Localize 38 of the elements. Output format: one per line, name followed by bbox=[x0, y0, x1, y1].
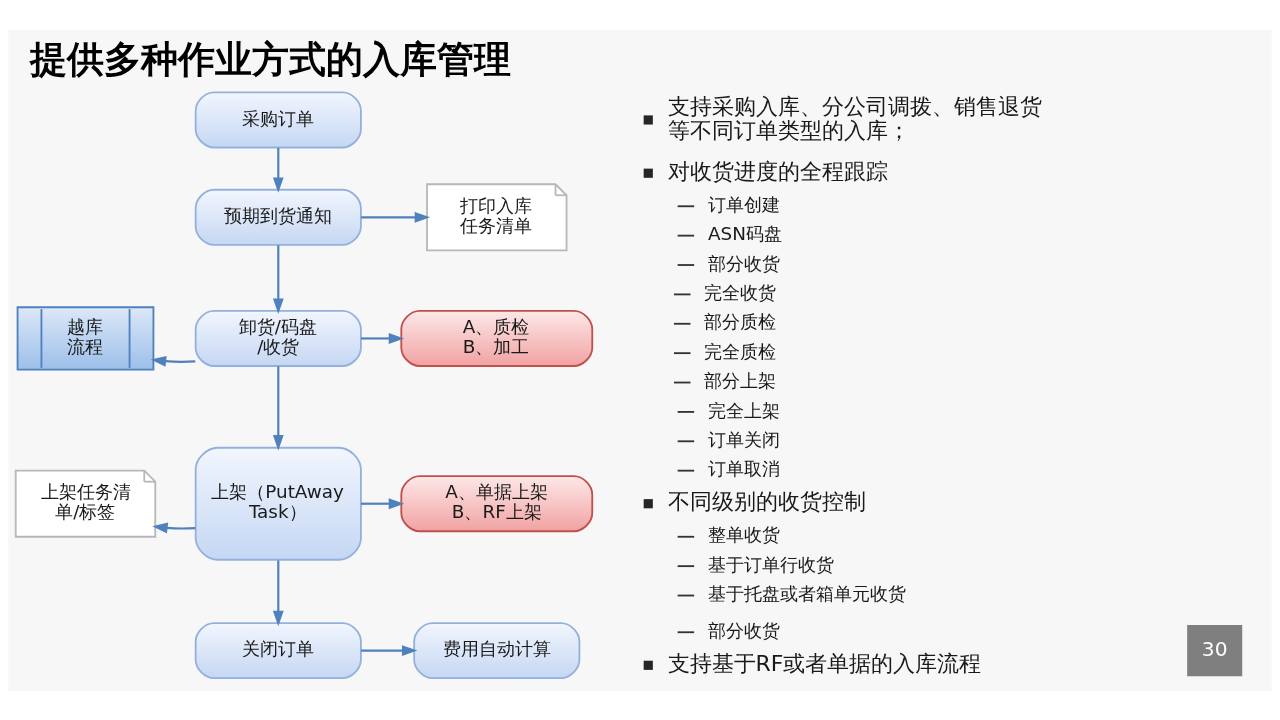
arrow bbox=[272, 560, 284, 626]
node-box: 上架（PutAway Task） bbox=[194, 446, 362, 561]
label: 部分质检 bbox=[704, 310, 777, 332]
label: 基于托盘或者箱单元收货 bbox=[707, 582, 906, 604]
label: 支持采购入库、分公司调拨、销售退货等不同订单类型的入库； bbox=[667, 93, 1042, 143]
label: 30 bbox=[1201, 636, 1228, 661]
label: 整单收货 bbox=[707, 523, 780, 545]
arrow bbox=[152, 522, 196, 533]
label: 完全收货 bbox=[704, 281, 777, 303]
label: 不同级别的收货控制 bbox=[667, 488, 866, 514]
label: 部分收货 bbox=[707, 619, 780, 641]
label: 部分上架 bbox=[704, 369, 777, 391]
label: 订单关闭 bbox=[707, 428, 780, 450]
label: 完全质检 bbox=[704, 340, 777, 362]
arrow bbox=[150, 355, 196, 367]
label: 部分收货 bbox=[707, 252, 780, 274]
label: 订单创建 bbox=[707, 193, 780, 215]
node-box: A、单据上架 B、RF上架 bbox=[400, 474, 594, 532]
node-box: 预期到货通知 bbox=[194, 188, 362, 246]
node-box: 卸货/码盘/收货 bbox=[194, 309, 362, 367]
arrow bbox=[272, 147, 284, 193]
label: 完全上架 bbox=[707, 399, 780, 420]
arrow bbox=[361, 211, 431, 223]
node-box: 关闭订单 bbox=[194, 621, 362, 679]
arrow bbox=[361, 497, 405, 509]
label: 订单取消 bbox=[707, 457, 780, 479]
arrow bbox=[361, 332, 405, 344]
node-box: 采购订单 bbox=[194, 91, 362, 148]
arrow bbox=[272, 365, 284, 451]
label: 对收货进度的全程跟踪 bbox=[667, 158, 888, 184]
label: 基于订单行收货 bbox=[707, 553, 834, 575]
label: 支持基于RF或者单据的入库流程 bbox=[667, 650, 982, 676]
label: ASN码盘 bbox=[707, 222, 782, 244]
diagram-title: 提供多种作业方式的入库管理 bbox=[30, 37, 512, 81]
arrow bbox=[361, 644, 418, 656]
arrow bbox=[272, 244, 284, 314]
node-box: 费用自动计算 bbox=[413, 621, 581, 679]
node-box: A、质检 B、加工 bbox=[400, 309, 594, 367]
